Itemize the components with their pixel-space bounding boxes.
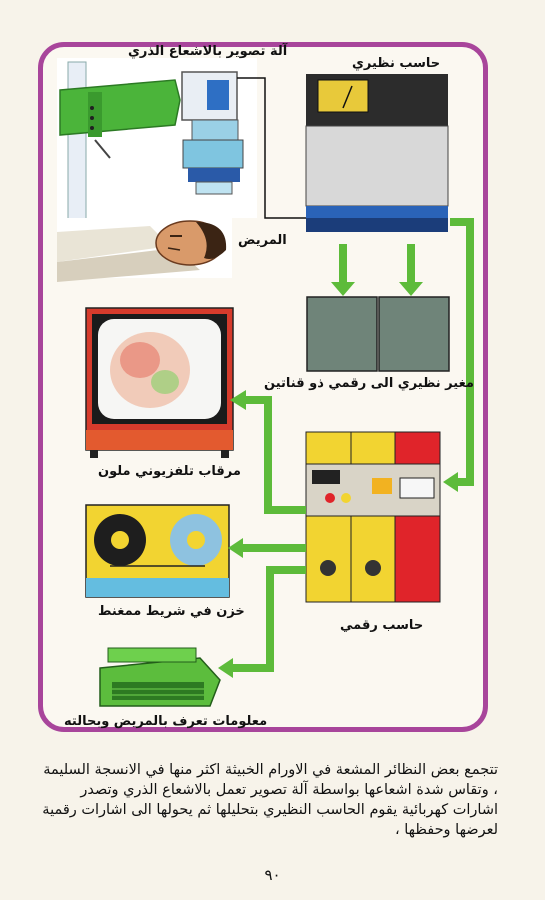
tape-storage-label: خزن في شريط ممغنط <box>98 604 245 619</box>
patient-info-label: معلومات تعرف بالمريض وبحالته <box>64 714 268 729</box>
signal-wire <box>237 77 306 219</box>
xray-camera-label: آلة تصوير بالاشعاع الذري <box>128 44 288 59</box>
printer-illustration <box>99 647 221 707</box>
analog-computer-illustration <box>305 74 449 232</box>
page-number: ٩٠ <box>264 866 281 884</box>
tv-monitor-label: مرقاب تلفزيوني ملون <box>98 464 241 479</box>
converter-label: مغير نظيري الى رقمي ذو قناتين <box>264 376 474 391</box>
digital-computer-label: حاسب رقمي <box>340 618 424 633</box>
xray-camera-illustration <box>57 58 257 223</box>
digital-computer-illustration <box>305 431 441 603</box>
tape-storage-illustration <box>85 504 230 598</box>
converter-illustration <box>306 296 450 372</box>
tv-monitor-illustration <box>85 307 234 458</box>
patient-label: المريض <box>238 233 287 248</box>
caption-paragraph: تتجمع بعض النظائر المشعة في الاورام الخب… <box>42 762 498 838</box>
analog-computer-label: حاسب نظيري <box>352 56 441 71</box>
patient-illustration <box>57 218 232 282</box>
flow-arrows <box>232 218 474 672</box>
